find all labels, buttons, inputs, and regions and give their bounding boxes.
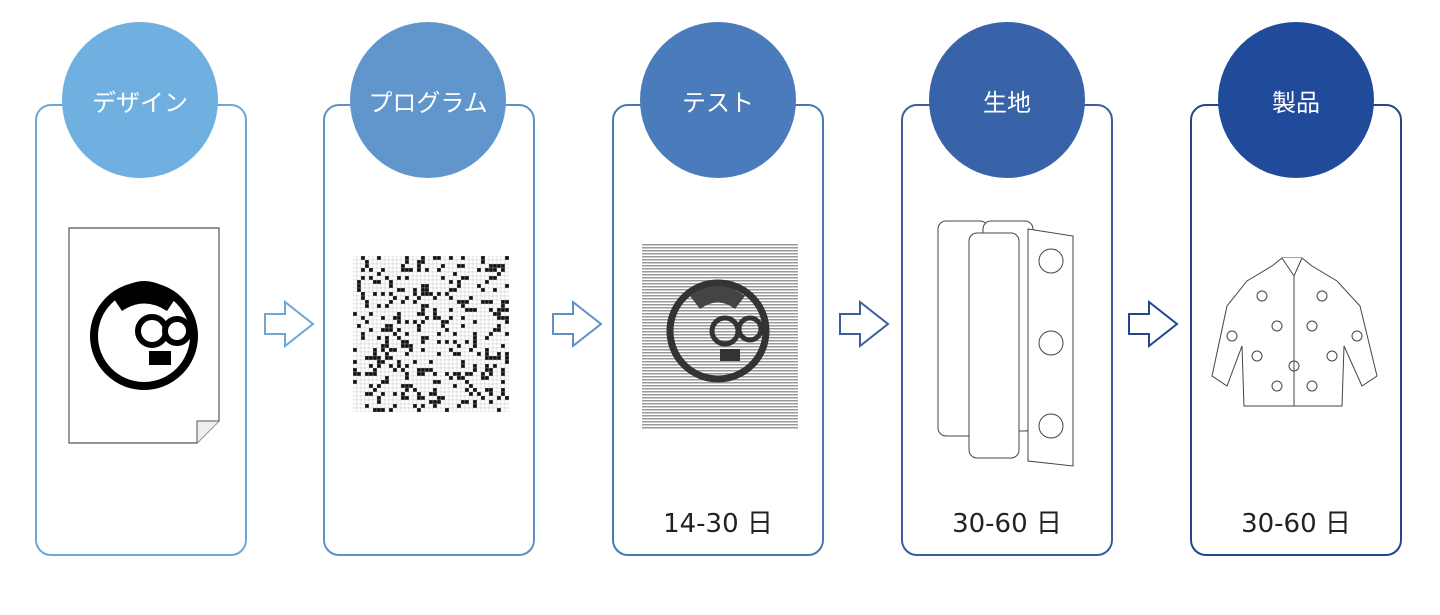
- duration-label: 30-60 日: [952, 509, 1062, 539]
- arrow-right-icon: [1128, 300, 1179, 348]
- step-title: 製品: [1218, 22, 1374, 178]
- program-grid-icon: [353, 256, 509, 412]
- step-title: デザイン: [62, 22, 218, 178]
- shirt-icon: [1211, 257, 1378, 407]
- step-box: [35, 104, 247, 556]
- step-box: 30-60 日: [1190, 104, 1402, 556]
- design-sheet-icon: [68, 227, 220, 444]
- duration-label: 30-60 日: [1241, 509, 1351, 539]
- step-box: 30-60 日: [901, 104, 1113, 556]
- duration-label: 14-30 日: [663, 509, 773, 539]
- arrow-right-icon: [264, 300, 315, 348]
- step-title: テスト: [640, 22, 796, 178]
- step-box: 14-30 日: [612, 104, 824, 556]
- step-box: [323, 104, 535, 556]
- step-title: 生地: [929, 22, 1085, 178]
- step-title: プログラム: [350, 22, 506, 178]
- arrow-right-icon: [839, 300, 890, 348]
- fabric-roll-icon: [937, 220, 1074, 467]
- arrow-right-icon: [552, 300, 603, 348]
- test-knit-icon: [642, 243, 798, 429]
